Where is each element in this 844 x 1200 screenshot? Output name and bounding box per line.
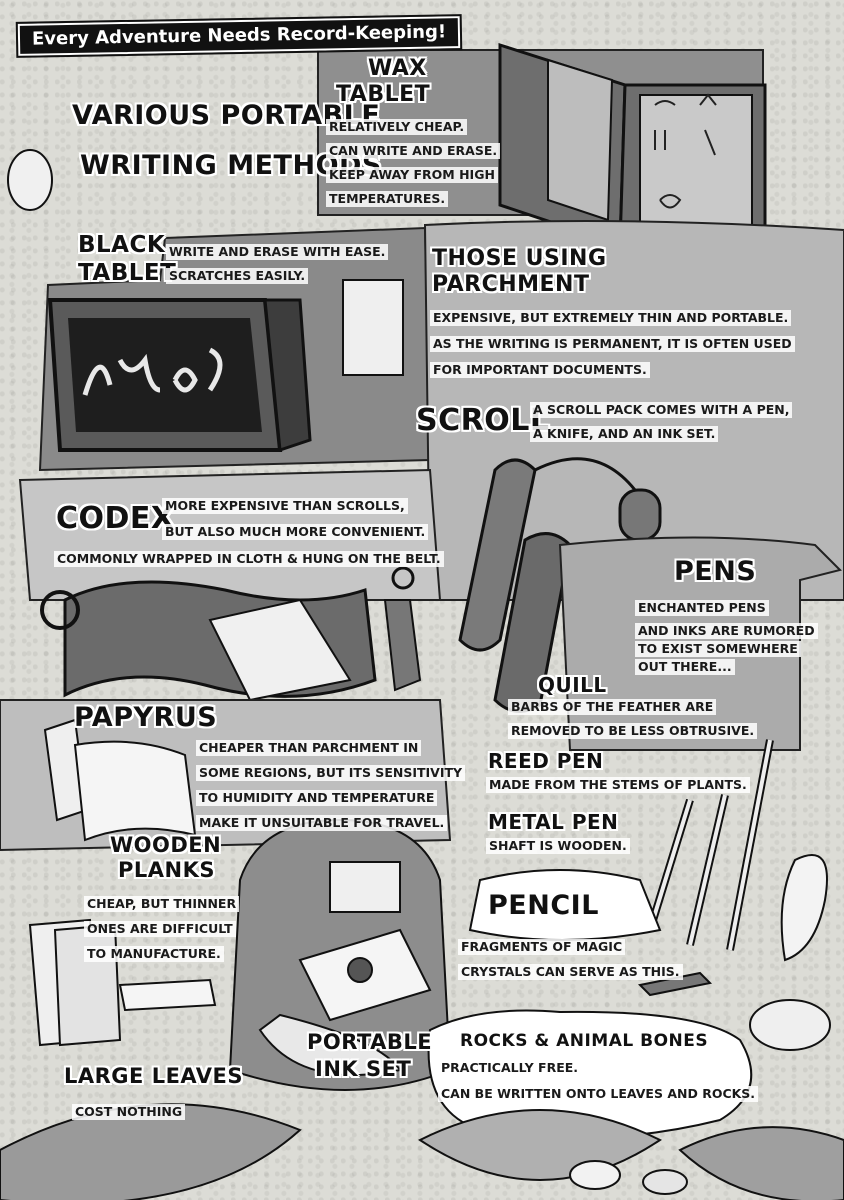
pens-title: PENS [674, 556, 757, 587]
scroll-desc-2: A KNIFE, AND AN INK SET. [530, 426, 719, 443]
black-tablet-desc-1: WRITE AND ERASE WITH EASE. [166, 244, 389, 261]
scroll-desc-1: A SCROLL PACK COMES WITH A PEN, [530, 402, 793, 419]
parchment-title-2: PARCHMENT [432, 272, 590, 297]
rocks-desc-1: PRACTICALLY FREE. [438, 1060, 582, 1077]
papyrus-desc-1: CHEAPER THAN PARCHMENT IN [196, 740, 422, 757]
quill-desc-2: REMOVED TO BE LESS OBTRUSIVE. [508, 723, 758, 740]
wax-tablet-desc-2: CAN WRITE AND ERASE. [326, 143, 501, 160]
wooden-planks-title-2: PLANKS [118, 858, 215, 882]
black-tablet-title-1: BLACK [78, 232, 166, 258]
parchment-desc-2: AS THE WRITING IS PERMANENT, IT IS OFTEN… [430, 336, 795, 353]
wooden-planks-desc-2: ONES ARE DIFFICULT [84, 921, 236, 938]
codex-desc-3: COMMONLY WRAPPED IN CLOTH & HUNG ON THE … [54, 551, 444, 568]
black-tablet-title-2: TABLET [78, 260, 177, 286]
wax-tablet-desc-3: KEEP AWAY FROM HIGH [326, 167, 498, 184]
wooden-planks-desc-3: TO MANUFACTURE. [84, 946, 224, 963]
quill-title: QUILL [538, 673, 607, 697]
parchment-desc-3: FOR IMPORTANT DOCUMENTS. [430, 362, 650, 379]
pencil-desc-1: FRAGMENTS OF MAGIC [458, 939, 626, 956]
black-tablet-illustration [47, 279, 404, 453]
papyrus-illustration [43, 718, 197, 842]
papyrus-desc-4: MAKE IT UNSUITABLE FOR TRAVEL. [196, 815, 448, 832]
ink-set-title-2: INK SET [315, 1057, 412, 1081]
black-tablet-desc-2: SCRATCHES EASILY. [166, 268, 309, 285]
pencil-title: PENCIL [488, 890, 599, 921]
parchment-desc-1: EXPENSIVE, BUT EXTREMELY THIN AND PORTAB… [430, 310, 792, 327]
parchment-title-1: THOSE USING [432, 246, 607, 271]
pens-desc-4: OUT THERE... [635, 659, 735, 676]
wax-tablet-title-1: WAX [368, 56, 427, 81]
quill-desc-1: BARBS OF THE FEATHER ARE [508, 699, 717, 716]
pens-desc-1: ENCHANTED PENS [635, 600, 769, 617]
metal-pen-desc: SHAFT IS WOODEN. [486, 838, 630, 855]
papyrus-desc-3: TO HUMIDITY AND TEMPERATURE [196, 790, 438, 807]
pencil-desc-2: CRYSTALS CAN SERVE AS THIS. [458, 964, 683, 981]
scroll-title: SCROLL [416, 403, 550, 438]
large-leaves-desc: COST NOTHING [72, 1104, 186, 1121]
scroll-pack-illustration [458, 457, 662, 713]
wooden-planks-desc-1: CHEAP, BUT THINNER [84, 896, 240, 913]
codex-title: CODEX [56, 501, 175, 536]
metal-pen-title: METAL PEN [488, 810, 619, 834]
wooden-planks-illustration [28, 918, 217, 1047]
wax-tablet-title-2: TABLET [336, 82, 431, 107]
papyrus-title: PAPYRUS [74, 702, 218, 733]
stones-illustration [7, 149, 831, 1195]
ink-set-illustration [258, 861, 432, 1076]
ink-set-title-1: PORTABLE [307, 1030, 433, 1054]
papyrus-desc-2: SOME REGIONS, BUT ITS SENSITIVITY [196, 765, 466, 782]
wax-tablet-illustration [498, 42, 767, 248]
codex-illustration [40, 566, 422, 702]
pens-desc-2: AND INKS ARE RUMORED [635, 623, 818, 640]
wax-tablet-desc-1: RELATIVELY CHEAP. [326, 119, 468, 136]
rocks-title: ROCKS & ANIMAL BONES [460, 1031, 709, 1051]
pens-illustration [637, 739, 828, 997]
rocks-desc-2: CAN BE WRITTEN ONTO LEAVES AND ROCKS. [438, 1086, 759, 1103]
wooden-planks-title-1: WOODEN [110, 833, 222, 857]
reed-pen-title: REED PEN [488, 749, 604, 773]
wax-tablet-desc-4: TEMPERATURES. [326, 191, 449, 208]
large-leaves-title: LARGE LEAVES [64, 1064, 243, 1088]
pencil-panel [468, 869, 662, 941]
reed-pen-desc: MADE FROM THE STEMS OF PLANTS. [486, 777, 750, 794]
codex-desc-1: MORE EXPENSIVE THAN SCROLLS, [162, 498, 408, 515]
codex-desc-2: BUT ALSO MUCH MORE CONVENIENT. [162, 524, 429, 541]
pens-desc-3: TO EXIST SOMEWHERE [635, 641, 801, 658]
